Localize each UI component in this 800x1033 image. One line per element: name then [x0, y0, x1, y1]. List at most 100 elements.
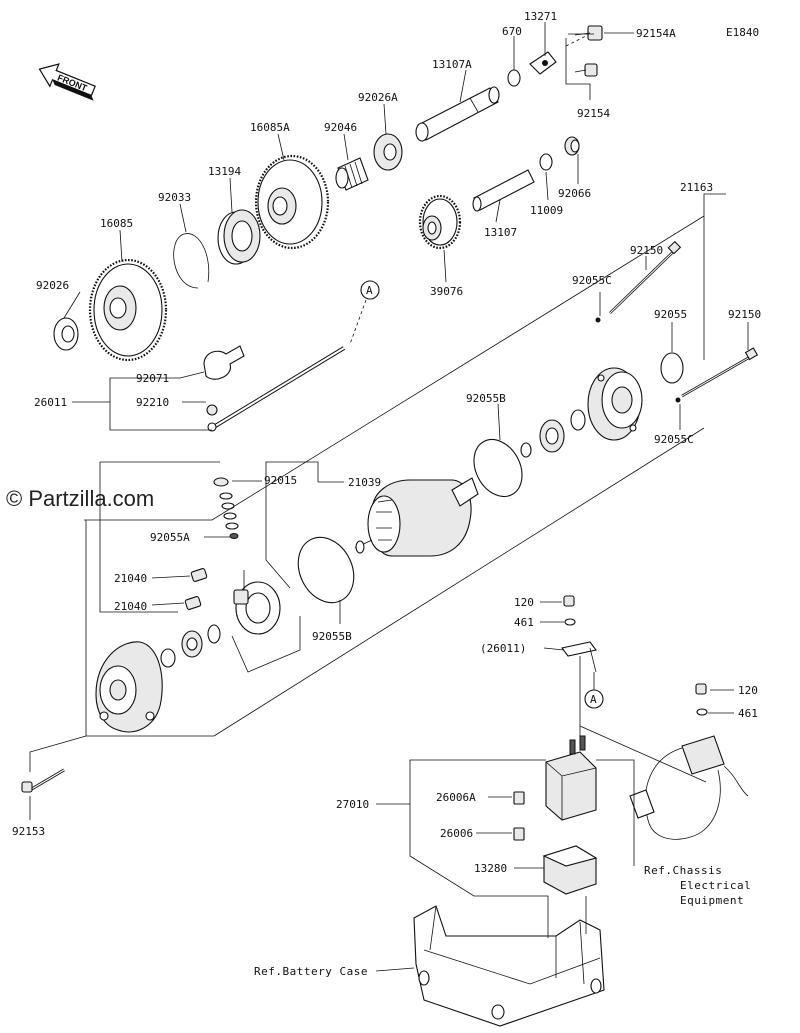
front-arrow-icon: FRONT — [38, 63, 96, 101]
label-21040-upper: 21040 — [114, 572, 147, 585]
brush-21040-lower — [184, 596, 202, 610]
label-16085A: 16085A — [250, 121, 290, 134]
gear-92026A — [373, 133, 403, 171]
label-21163: 21163 — [680, 181, 713, 194]
gear-16085 — [88, 258, 168, 362]
connector-chassis — [629, 735, 749, 840]
washer-11009 — [539, 153, 553, 171]
oring-670 — [507, 69, 521, 87]
washer-92066 — [564, 136, 580, 156]
washer-461-upper — [564, 618, 576, 626]
label-92150-lower: 92150 — [728, 308, 761, 321]
label-92015: 92015 — [264, 474, 297, 487]
label-92055C-lower: 92055C — [654, 433, 694, 446]
brush-21040-upper — [190, 568, 208, 582]
label-21039: 21039 — [348, 476, 381, 489]
callout-letter-lower: A — [590, 693, 597, 706]
fuse-26006 — [513, 827, 525, 841]
front-cover — [95, 641, 163, 733]
oring-92055 — [660, 352, 684, 384]
label-92055A: 92055A — [150, 531, 190, 544]
label-120-lower: 120 — [738, 684, 758, 697]
ref-chassis-line3: Equipment — [680, 894, 744, 907]
label-120-upper: 120 — [514, 596, 534, 609]
callout-a-lower: A — [584, 689, 604, 709]
label-92210: 92210 — [136, 396, 169, 409]
bolt-92154A — [565, 25, 603, 47]
front-bearing — [160, 624, 221, 668]
label-11009: 11009 — [530, 204, 563, 217]
label-92055B-lower: 92055B — [312, 630, 352, 643]
plate-13271 — [529, 51, 557, 75]
washer-92026 — [53, 317, 79, 351]
label-92150-upper: 92150 — [630, 244, 663, 257]
callout-letter-upper: A — [366, 284, 373, 297]
washer-461-lower — [696, 708, 708, 716]
bolt-92150-upper — [609, 240, 682, 314]
leader-lines — [29, 22, 749, 972]
callout-a-upper: A — [349, 280, 380, 345]
label-16085: 16085 — [100, 217, 133, 230]
label-13107A: 13107A — [432, 58, 472, 71]
label-92154: 92154 — [577, 107, 610, 120]
bolt-92154 — [574, 63, 598, 77]
dot-92055C-upper — [595, 317, 601, 323]
label-26011-ref: (26011) — [480, 642, 526, 655]
gear-16085A — [254, 154, 330, 250]
label-92154A: 92154A — [636, 27, 676, 40]
label-92066: 92066 — [558, 187, 591, 200]
label-92055: 92055 — [654, 308, 687, 321]
diagram-code: E1840 — [726, 26, 759, 39]
label-13194: 13194 — [208, 165, 241, 178]
label-92026A: 92026A — [358, 91, 398, 104]
ref-chassis-line2: Electrical — [680, 879, 751, 892]
shaft-13107A — [415, 86, 500, 142]
label-39076: 39076 — [430, 285, 463, 298]
oring-92055B-lower — [297, 536, 355, 604]
label-461-upper: 461 — [514, 616, 534, 629]
label-26006A: 26006A — [436, 791, 476, 804]
gear-39076 — [418, 194, 462, 250]
label-92055C-upper: 92055C — [572, 274, 612, 287]
cover-13280 — [542, 845, 598, 895]
bolt-120-upper — [563, 595, 575, 607]
label-92033: 92033 — [158, 191, 191, 204]
label-13271: 13271 — [524, 10, 557, 23]
shaft-13107 — [472, 169, 535, 212]
snapring-92033 — [173, 233, 210, 289]
ref-chassis-line1: Ref.Chassis — [644, 864, 722, 877]
boot-92071 — [203, 345, 245, 380]
dot-92055C-lower — [675, 397, 681, 403]
bearing-92046 — [335, 157, 369, 191]
label-13107: 13107 — [484, 226, 517, 239]
oring-92055B-upper — [473, 439, 523, 497]
cable-26011 — [206, 346, 346, 432]
brush-holder — [233, 570, 281, 635]
label-670: 670 — [502, 25, 522, 38]
battery-case — [413, 905, 605, 1027]
watermark: © Partzilla.com — [6, 486, 154, 511]
ref-battery-case: Ref.Battery Case — [254, 965, 368, 978]
bolt-120-lower — [695, 683, 707, 695]
label-26006: 26006 — [440, 827, 473, 840]
label-92026: 92026 — [36, 279, 69, 292]
label-92071: 92071 — [136, 372, 169, 385]
bolt-92150-lower — [681, 347, 759, 398]
washer-stack — [213, 477, 239, 539]
label-26011: 26011 — [34, 396, 67, 409]
armature-21039 — [354, 477, 479, 557]
label-27010: 27010 — [336, 798, 369, 811]
fuse-26006A — [513, 791, 525, 805]
label-13280: 13280 — [474, 862, 507, 875]
label-92055B-upper: 92055B — [466, 392, 506, 405]
bearing-rear — [520, 409, 586, 458]
rear-cover-21163 — [587, 367, 643, 441]
bolt-92153 — [21, 768, 65, 793]
label-92046: 92046 — [324, 121, 357, 134]
label-461-lower: 461 — [738, 707, 758, 720]
clutch-13194 — [217, 209, 261, 265]
relay-solenoid — [545, 735, 597, 821]
label-92153: 92153 — [12, 825, 45, 838]
label-21040-lower: 21040 — [114, 600, 147, 613]
